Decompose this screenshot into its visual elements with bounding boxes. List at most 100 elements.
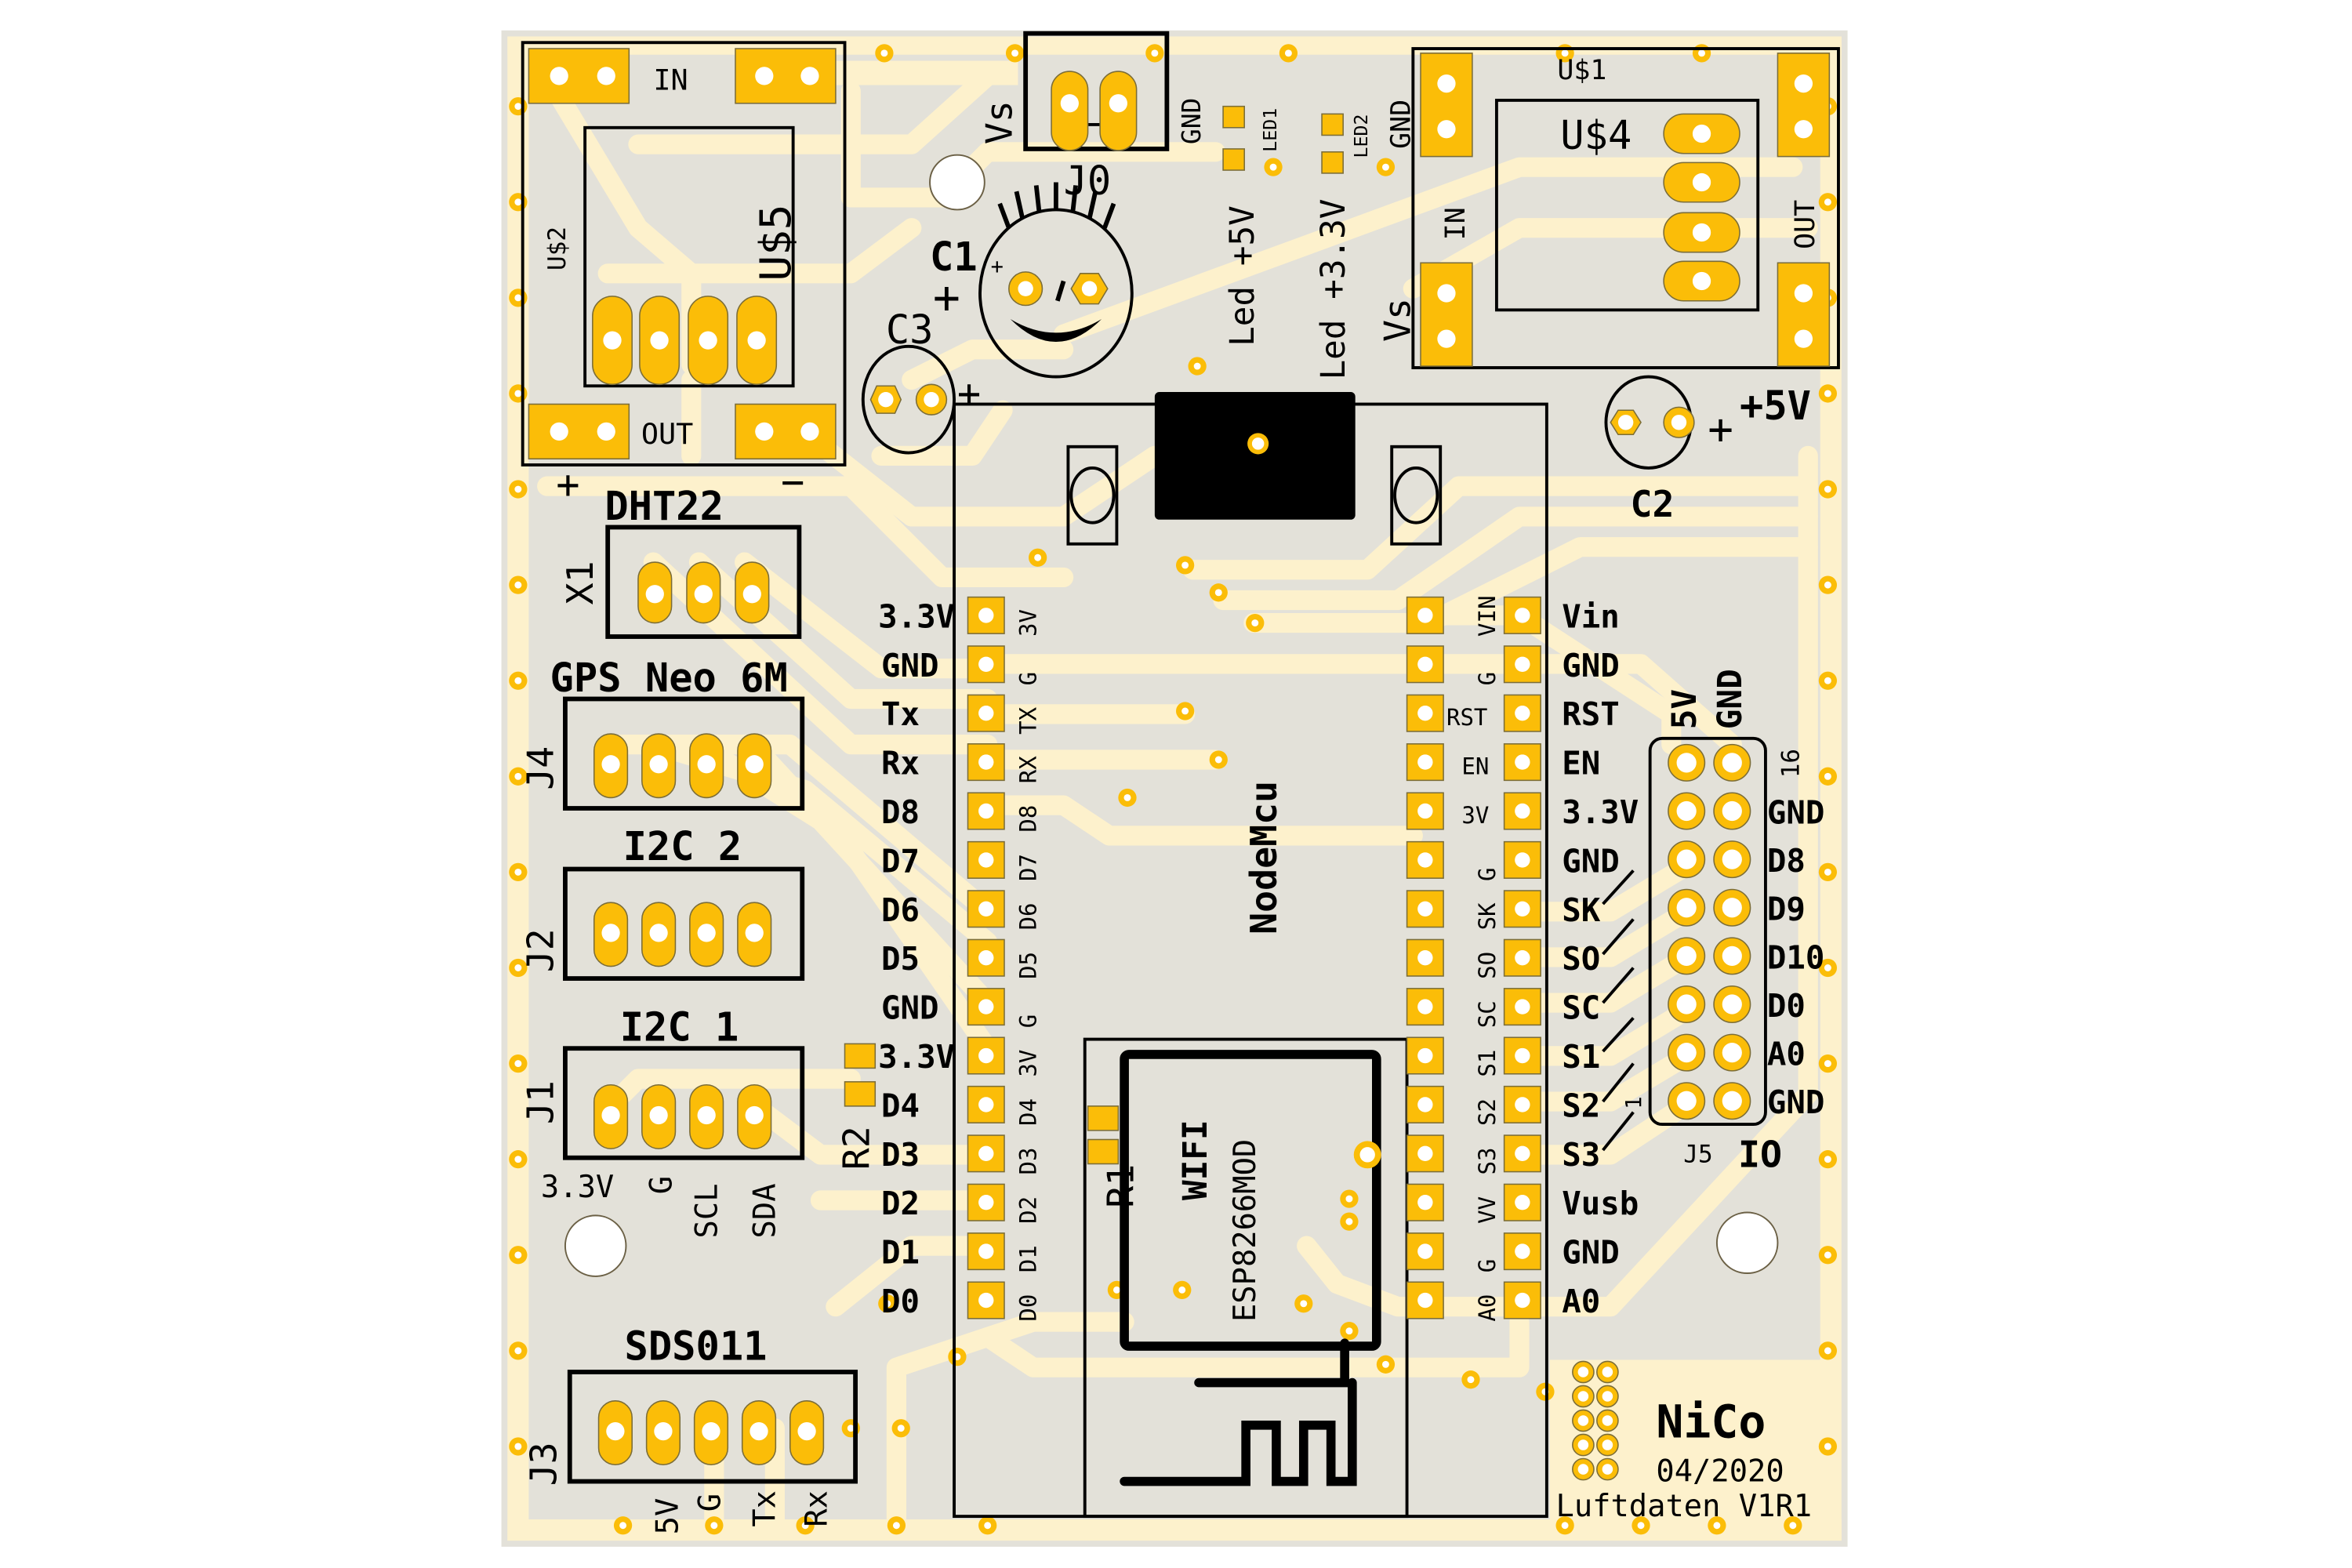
nodemcu-right-inner-label: G xyxy=(1474,1259,1501,1273)
j2-ref: J2 xyxy=(519,928,561,972)
nodemcu-title: NodeMcu xyxy=(1243,781,1285,935)
connector-j2-i2c2: I2C 2 J2 xyxy=(519,823,805,981)
nodemcu-left-outer-label: D2 xyxy=(881,1185,920,1222)
j0-vs-label: Vs xyxy=(978,100,1021,144)
u2-plus: + xyxy=(556,462,579,508)
nodemcu-right-outer-label: Vin xyxy=(1562,597,1620,635)
nodemcu-left-outer-label: D3 xyxy=(881,1136,920,1174)
nodemcu-left-inner-label: 3V xyxy=(1015,609,1042,637)
u4-ref: U$4 xyxy=(1560,112,1632,158)
nodemcu-left-inner-label: D6 xyxy=(1015,902,1042,930)
u5-header-pads xyxy=(592,296,778,386)
nodemcu-right-outer-label: SO xyxy=(1562,940,1600,978)
small-pin-header xyxy=(1572,1360,1619,1481)
j1-pin-scl: SCL xyxy=(690,1183,725,1238)
j3-title: SDS011 xyxy=(625,1323,768,1369)
j1-title: I2C 1 xyxy=(620,1004,739,1051)
j3-ref: J3 xyxy=(522,1442,564,1486)
j5-col-gnd: GND xyxy=(1711,669,1750,729)
nodemcu-right-outer-label: GND xyxy=(1562,842,1620,880)
nodemcu-right-outer-label: S1 xyxy=(1562,1038,1600,1076)
j3-pin-g: G xyxy=(693,1494,728,1512)
nodemcu-left-inner-label: D0 xyxy=(1015,1294,1042,1322)
resistor-r2: R2 xyxy=(836,1043,878,1170)
c1-plus: + xyxy=(933,270,960,324)
j3-pin-rx: Rx xyxy=(799,1490,834,1527)
j4-title: GPS Neo 6M xyxy=(550,655,788,701)
nodemcu-right-outer-label: A0 xyxy=(1562,1283,1600,1320)
j5-pin1: 1 xyxy=(1622,1096,1646,1109)
nodemcu-pin-pad xyxy=(967,743,1005,782)
nodemcu-pin-pad xyxy=(1406,1232,1444,1271)
u1-gnd-label: GND xyxy=(1385,100,1417,149)
nodemcu-right-inner-label: S1 xyxy=(1474,1050,1501,1077)
connector-j1-i2c1: I2C 1 J1 3.3V G SCL SDA xyxy=(519,1004,805,1238)
j1-ref: J1 xyxy=(519,1080,561,1124)
nodemcu-left-outer-label: D4 xyxy=(881,1087,920,1124)
nodemcu-left-outer-label: D7 xyxy=(881,842,920,880)
u5-ref: U$5 xyxy=(751,205,800,281)
nodemcu-pin-pad xyxy=(1406,1134,1444,1173)
nodemcu-left-outer-label: D5 xyxy=(881,940,920,978)
u4-header-pads xyxy=(1663,113,1740,302)
credit-name: NiCo xyxy=(1656,1395,1766,1448)
connector-j3-sds011: SDS011 J3 5V G Tx Rx xyxy=(522,1323,858,1535)
led1-label: Led +5V xyxy=(1223,205,1262,347)
j3-pin-tx: Tx xyxy=(747,1490,782,1527)
u2-minus: − xyxy=(781,459,804,505)
nodemcu-left-outer-label: 3.3V xyxy=(878,1038,955,1076)
nodemcu-right-inner-label: VIN xyxy=(1474,596,1501,637)
nodemcu-right-outer-label: SC xyxy=(1562,989,1600,1027)
nodemcu-left-inner-label: D5 xyxy=(1015,952,1042,979)
nodemcu-pin-pad xyxy=(1503,1232,1541,1271)
j5-right-label: D9 xyxy=(1767,891,1806,928)
nodemcu-right-inner-label: G xyxy=(1474,672,1501,686)
j5-right-label: GND xyxy=(1767,793,1825,831)
nodemcu-right-inner-label: VV xyxy=(1474,1196,1501,1224)
led2-label: Led +3.3V xyxy=(1314,199,1353,380)
nodemcu-left-outer-label: Tx xyxy=(881,695,920,733)
nodemcu-left-outer-label: D1 xyxy=(881,1234,920,1272)
nodemcu-left-inner-label: D1 xyxy=(1015,1245,1042,1272)
module-u2: IN OUT U$2 U$5 + − xyxy=(521,41,847,508)
led1-ref: LED1 xyxy=(1260,108,1281,152)
module-u1: U$1 U$4 IN OUT Vs GND xyxy=(1376,47,1840,369)
nodemcu-left-outer-label: D8 xyxy=(881,793,920,831)
connector-j0: Vs GND J0 xyxy=(978,31,1207,204)
nodemcu-left-outer-label: GND xyxy=(881,989,939,1027)
j3-pin-5v: 5V xyxy=(650,1498,685,1535)
nodemcu-left-outer-label: GND xyxy=(881,647,939,684)
nodemcu-right-inner-label: S3 xyxy=(1474,1147,1501,1174)
nodemcu-right-outer-label: Vusb xyxy=(1562,1185,1639,1222)
nodemcu-pin-pad xyxy=(1406,694,1444,732)
nodemcu-pin-pad xyxy=(967,938,1005,977)
j5-right-label: D0 xyxy=(1767,987,1806,1025)
x1-title: DHT22 xyxy=(604,483,724,529)
j2-title: I2C 2 xyxy=(623,823,742,869)
c1-ref: C1 xyxy=(930,234,978,280)
j4-ref: J4 xyxy=(519,746,561,790)
j5-right-label: GND xyxy=(1767,1083,1825,1121)
j5-right-label: A0 xyxy=(1767,1036,1806,1073)
u1-ref: U$1 xyxy=(1557,55,1606,86)
j5-pin16: 16 xyxy=(1777,749,1806,778)
nodemcu-pin-pad xyxy=(1503,1134,1541,1173)
nodemcu-right-outer-label: GND xyxy=(1562,1234,1620,1272)
r1-ref: R1 xyxy=(1100,1164,1142,1208)
wifi-logo-text: WIFI xyxy=(1176,1120,1215,1200)
c3-ref: C3 xyxy=(886,307,934,353)
u1-vs-label: Vs xyxy=(1376,298,1418,342)
j1-pin-g: G xyxy=(644,1176,680,1194)
nodemcu-right-inner-label: SO xyxy=(1474,952,1501,979)
nodemcu-left-inner-label: D8 xyxy=(1015,805,1042,833)
r2-ref: R2 xyxy=(836,1126,878,1170)
nodemcu-left-inner-label: G xyxy=(1015,1014,1042,1029)
nodemcu-right-inner-label: SK xyxy=(1474,902,1501,930)
credit-project: Luftdaten V1R1 xyxy=(1555,1489,1812,1524)
nodemcu-right-outer-label: GND xyxy=(1562,647,1620,684)
led2-ref: LED2 xyxy=(1351,114,1372,158)
